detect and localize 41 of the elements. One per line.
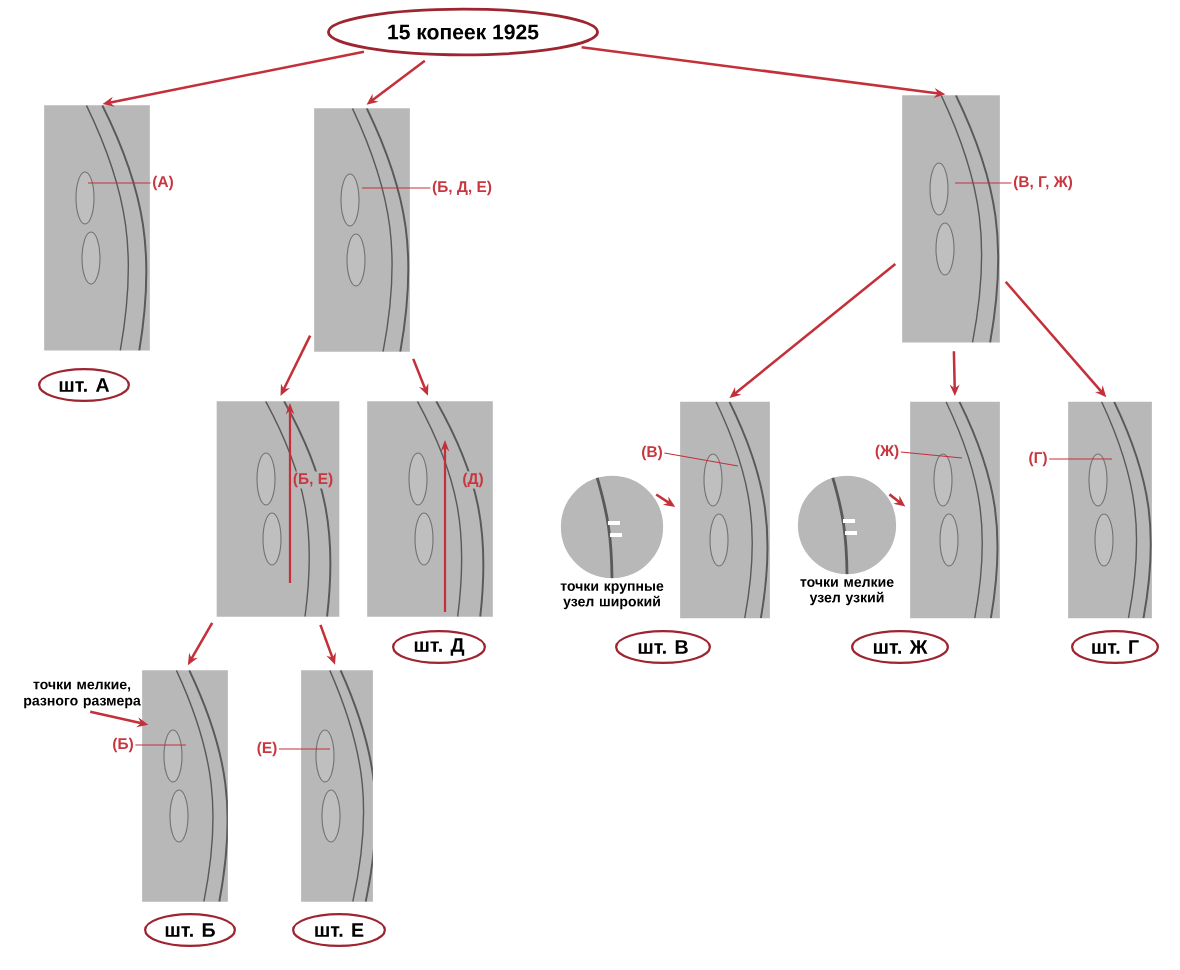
leader-line xyxy=(954,182,1013,184)
die-label-oval: шт. Ж xyxy=(851,629,949,665)
marker-label: (Б) xyxy=(113,737,133,753)
marker-label: (В, Г, Ж) xyxy=(1013,175,1073,191)
leader-line xyxy=(663,452,739,467)
coin-photo xyxy=(142,670,228,902)
die-label-oval: шт. Б xyxy=(144,912,236,948)
die-label-oval: шт. Г xyxy=(1071,629,1159,665)
die-label-oval: шт. Е xyxy=(292,912,386,948)
marker-label: (Е) xyxy=(257,741,277,757)
leader-line xyxy=(87,182,152,184)
coin-photo xyxy=(902,95,1000,343)
note-text: точки мелкие, разного размера xyxy=(24,681,141,709)
coin-photo xyxy=(680,401,770,619)
marker-label: (Д) xyxy=(460,471,486,489)
die-label-oval: шт. В xyxy=(615,629,711,665)
coin-photo xyxy=(910,401,1000,619)
marker-label: (Б, Е) xyxy=(291,471,335,489)
coin-photo xyxy=(216,401,340,617)
magnified-photo xyxy=(796,474,898,576)
die-label-oval: шт. А xyxy=(38,367,130,403)
title-oval: 15 копеек 1925 xyxy=(327,7,599,57)
marker-label: (Г) xyxy=(1029,451,1047,467)
marker-label: (Б, Д, Е) xyxy=(432,180,492,196)
node-label: точки мелкие узел узкий xyxy=(800,579,894,606)
coin-photo xyxy=(1068,401,1152,619)
node-label: точки крупные узел широкий xyxy=(560,583,664,610)
leader-line xyxy=(1048,458,1113,460)
leader-line xyxy=(900,451,963,459)
marker-label: (В) xyxy=(642,445,662,461)
coin-photo xyxy=(44,105,150,351)
leader-line xyxy=(134,744,187,746)
magnified-photo xyxy=(559,474,665,580)
leader-line xyxy=(278,748,331,750)
die-label-oval: шт. Д xyxy=(392,629,486,665)
marker-label: (Ж) xyxy=(875,444,899,460)
leader-line xyxy=(361,187,431,189)
marker-label: (А) xyxy=(153,175,173,191)
coin-photo xyxy=(301,670,373,902)
coin-photo xyxy=(367,401,493,617)
coin-photo xyxy=(314,108,410,352)
